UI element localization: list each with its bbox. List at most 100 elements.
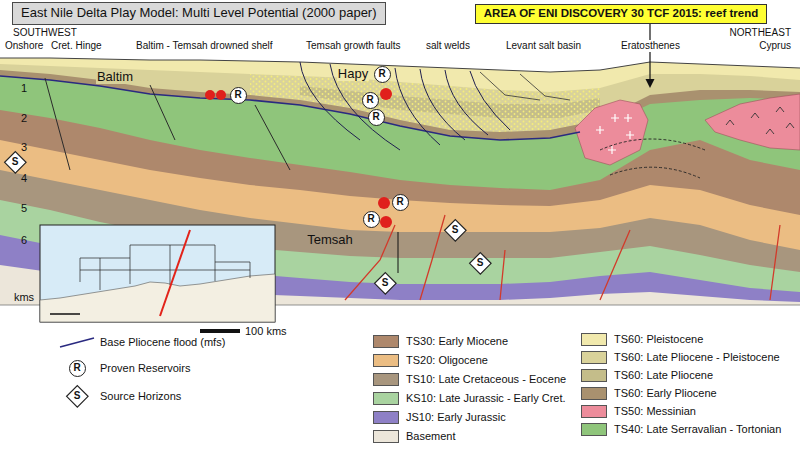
legend-text: TS60: Late Pliocene - Pleistocene — [614, 351, 780, 364]
legend-text: Base Pliocene flood (mfs) — [100, 336, 225, 349]
salt-body — [705, 94, 800, 150]
inset-map-sea — [40, 225, 275, 322]
stratum-early-pliocene — [0, 70, 800, 305]
scale-label: 100 kms — [245, 325, 287, 338]
reservoir-circle: R — [392, 194, 409, 211]
base-pliocene-flood-line — [0, 76, 580, 140]
node-text: R — [234, 90, 241, 100]
legend-text: TS60: Early Pliocene — [614, 387, 717, 400]
node-text: R — [366, 95, 373, 105]
legend-swatch — [581, 333, 607, 346]
field-name: Hapy — [337, 67, 369, 82]
location-label: Cret. Hinge — [50, 40, 103, 52]
legend-swatch — [373, 335, 399, 348]
legend-text: KS10: Late Jurassic - Early Cret. — [406, 392, 566, 405]
location-label: salt welds — [425, 40, 471, 52]
legend-line-sample — [60, 338, 94, 347]
temsah-feeder-line — [398, 232, 399, 273]
depth-label: 4 — [21, 172, 27, 185]
source-diamond: S — [444, 219, 467, 242]
deep-fault — [345, 215, 780, 300]
legend-text: JS10: Early Jurassic — [406, 411, 506, 424]
node-text: R — [73, 363, 80, 373]
legend-text: TS60: Pleistocene — [614, 333, 703, 346]
legend-text: TS10: Late Cretaceous - Eocene — [406, 373, 566, 386]
source-diamond: S — [469, 252, 492, 275]
legend-swatch — [581, 423, 607, 436]
inset-map-blocks — [80, 245, 250, 290]
reservoir-circle: R — [368, 109, 385, 126]
reservoir-circle: R — [69, 360, 86, 377]
legend-text: Proven Reservoirs — [100, 362, 190, 375]
callout-arrow-head — [646, 79, 655, 88]
diamond-shape — [469, 252, 490, 273]
legend-swatch — [581, 405, 607, 418]
node-text: R — [378, 69, 385, 79]
legend-swatch — [373, 373, 399, 386]
node-text: S — [74, 391, 81, 401]
depth-label: 3 — [21, 141, 27, 154]
callout-box: AREA OF ENI DISCOVERY 30 TCF 2015: reef … — [475, 4, 767, 24]
reservoir-dot — [216, 90, 226, 100]
legend-swatch — [373, 354, 399, 367]
legend-text: TS20: Oligocene — [406, 354, 488, 367]
node-text: S — [477, 258, 484, 268]
depth-label: 2 — [21, 112, 27, 125]
depth-label: kms — [14, 291, 34, 304]
node-text: R — [396, 197, 403, 207]
legend-swatch — [581, 351, 607, 364]
depth-label: 1 — [21, 82, 27, 95]
location-label: Baltim - Temsah drowned shelf — [135, 40, 274, 52]
diamond-shape — [444, 219, 465, 240]
growth-fault — [300, 62, 510, 150]
node-text: S — [452, 225, 459, 235]
legend-text: TS30: Early Miocene — [406, 335, 508, 348]
location-label: NORTHEAST — [729, 27, 793, 39]
reservoir-circle: R — [230, 87, 247, 104]
legend-swatch — [373, 430, 399, 443]
legend-swatch — [581, 387, 607, 400]
location-label: SOUTHWEST — [12, 27, 78, 39]
reservoir-circle: R — [374, 66, 391, 83]
source-diamond: S — [374, 272, 397, 295]
inset-section-line — [160, 230, 190, 316]
shelf-fault — [45, 78, 290, 170]
legend-swatch — [373, 411, 399, 424]
title-text: East Nile Delta Play Model: Multi Level … — [21, 5, 377, 20]
diamond-shape — [374, 272, 395, 293]
field-name: Temsah — [306, 233, 354, 248]
legend-text: Basement — [406, 430, 456, 443]
salt-body — [575, 100, 648, 165]
location-label: Onshore — [4, 40, 44, 52]
salt-caret-marks — [726, 107, 794, 134]
node-text: R — [372, 112, 379, 122]
title-box: East Nile Delta Play Model: Multi Level … — [12, 2, 386, 25]
reservoir-circle: R — [362, 92, 379, 109]
source-diamond: S — [66, 385, 89, 408]
depth-label: 5 — [21, 202, 27, 215]
reservoir-dot — [205, 90, 215, 100]
source-diamond: S — [4, 151, 27, 174]
scale-bar — [200, 329, 240, 333]
reef-dashed-line — [600, 139, 705, 178]
reservoir-circle: R — [363, 211, 380, 228]
reservoir-dot — [378, 197, 390, 209]
depth-label: 6 — [21, 234, 27, 247]
legend-text: TS60: Late Pliocene — [614, 369, 713, 382]
legend-swatch — [581, 369, 607, 382]
legend-swatch — [373, 392, 399, 405]
salt-cross-marks — [596, 114, 634, 154]
field-name: Baltim — [96, 70, 134, 85]
node-text: AREA OF ENI DISCOVERY 30 TCF 2015: reef … — [484, 8, 758, 20]
node-text: S — [12, 157, 19, 167]
location-label: Eratosthenes — [620, 40, 681, 52]
location-label: Temsah growth faults — [305, 40, 402, 52]
reservoir-dot — [380, 216, 392, 228]
diamond-shape — [4, 151, 25, 172]
diamond-shape — [66, 385, 87, 406]
salt-weld-line — [480, 72, 570, 100]
location-label: Levant salt basin — [505, 40, 582, 52]
legend-text: TS40: Late Serravalian - Tortonian — [614, 423, 781, 436]
node-text: S — [382, 278, 389, 288]
